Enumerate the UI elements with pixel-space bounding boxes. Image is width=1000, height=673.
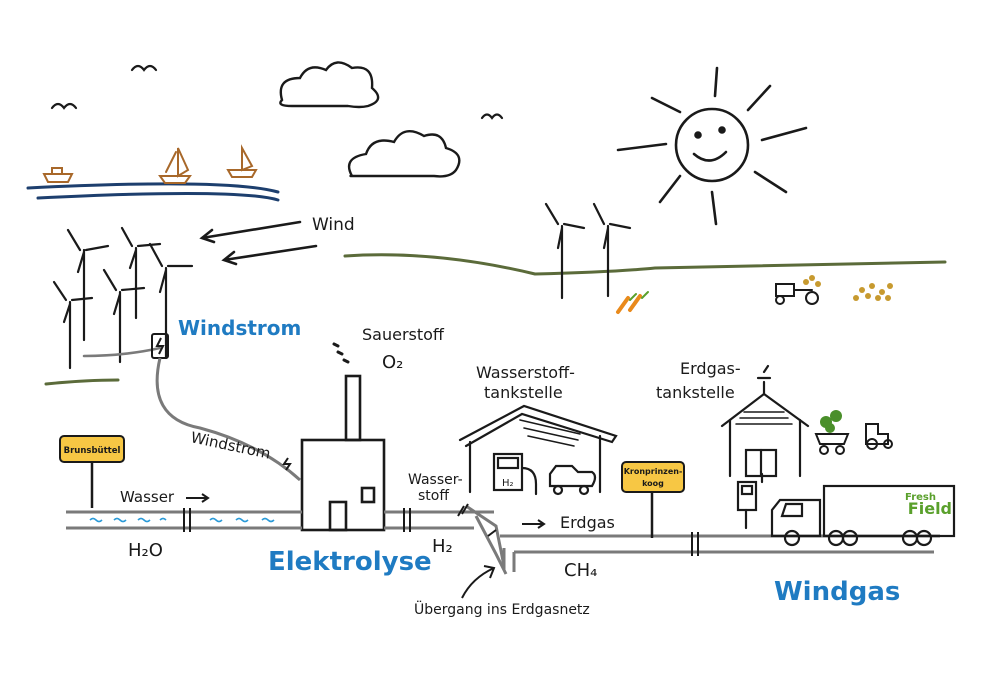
transition-arrow xyxy=(461,565,496,599)
truck xyxy=(770,484,956,547)
power-cable xyxy=(155,357,302,482)
tractor-trailer xyxy=(814,410,893,455)
windgas-title: Windgas xyxy=(774,577,900,607)
boats xyxy=(42,144,258,184)
sauerstoff-label: Sauerstoff xyxy=(362,325,445,344)
town-sign-brunsbuettel xyxy=(59,435,125,508)
erdgastankstelle-label-2: tankstelle xyxy=(656,383,735,402)
truck-brand-line2: Field xyxy=(908,499,952,518)
wasserstofftankstelle-label-2: tankstelle xyxy=(484,383,563,402)
lightning-icon xyxy=(282,457,292,471)
erdgastankstelle-label-1: Erdgas- xyxy=(680,359,741,378)
hydrogen-station xyxy=(458,404,618,496)
h2o-label: H₂O xyxy=(128,540,163,561)
town-sign-kronprinzenkoog-text-1: Kronprinzen- xyxy=(624,467,683,476)
windstrom-title: Windstrom xyxy=(178,316,301,340)
gas-arrow xyxy=(522,519,546,529)
offshore-wind-turbines xyxy=(52,226,194,370)
wasserstofftankstelle-label-1: Wasserstoff- xyxy=(476,363,575,382)
h2-label: H₂ xyxy=(432,536,453,557)
farm-items xyxy=(616,275,893,314)
h2-pump-label: H₂ xyxy=(502,478,514,489)
gas-station xyxy=(720,364,810,530)
hydrogen-pipe xyxy=(384,503,508,575)
water-arrow xyxy=(186,493,210,503)
o2-label: O₂ xyxy=(382,352,403,373)
wasser-label: Wasser xyxy=(120,488,175,506)
town-sign-kronprinzenkoog xyxy=(621,461,685,538)
sea xyxy=(26,182,280,202)
uebergang-label: Übergang ins Erdgasnetz xyxy=(414,600,590,618)
wind-label: Wind xyxy=(312,215,355,235)
water-waves xyxy=(89,517,275,523)
clouds xyxy=(279,61,461,178)
wind-arrows xyxy=(199,220,318,266)
wasserstoff-label-2: stoff xyxy=(418,488,449,504)
town-sign-kronprinzenkoog-text-2: koog xyxy=(642,479,664,488)
elektrolyse-title: Elektrolyse xyxy=(268,547,432,577)
windstrom-cable-label: Windstrom xyxy=(189,428,272,462)
sun xyxy=(616,66,808,226)
town-sign-brunsbuettel-text: Brunsbüttel xyxy=(64,446,121,456)
ch4-label: CH₄ xyxy=(564,560,597,581)
birds xyxy=(50,64,504,120)
electrolysis-plant xyxy=(300,342,386,532)
erdgas-label: Erdgas xyxy=(560,513,615,532)
water-pipe xyxy=(66,508,302,532)
land-wind-turbines xyxy=(544,202,632,300)
wasserstoff-label-1: Wasser- xyxy=(408,472,463,488)
truck-brand-line1: Fresh xyxy=(905,492,936,503)
ground xyxy=(44,253,947,386)
